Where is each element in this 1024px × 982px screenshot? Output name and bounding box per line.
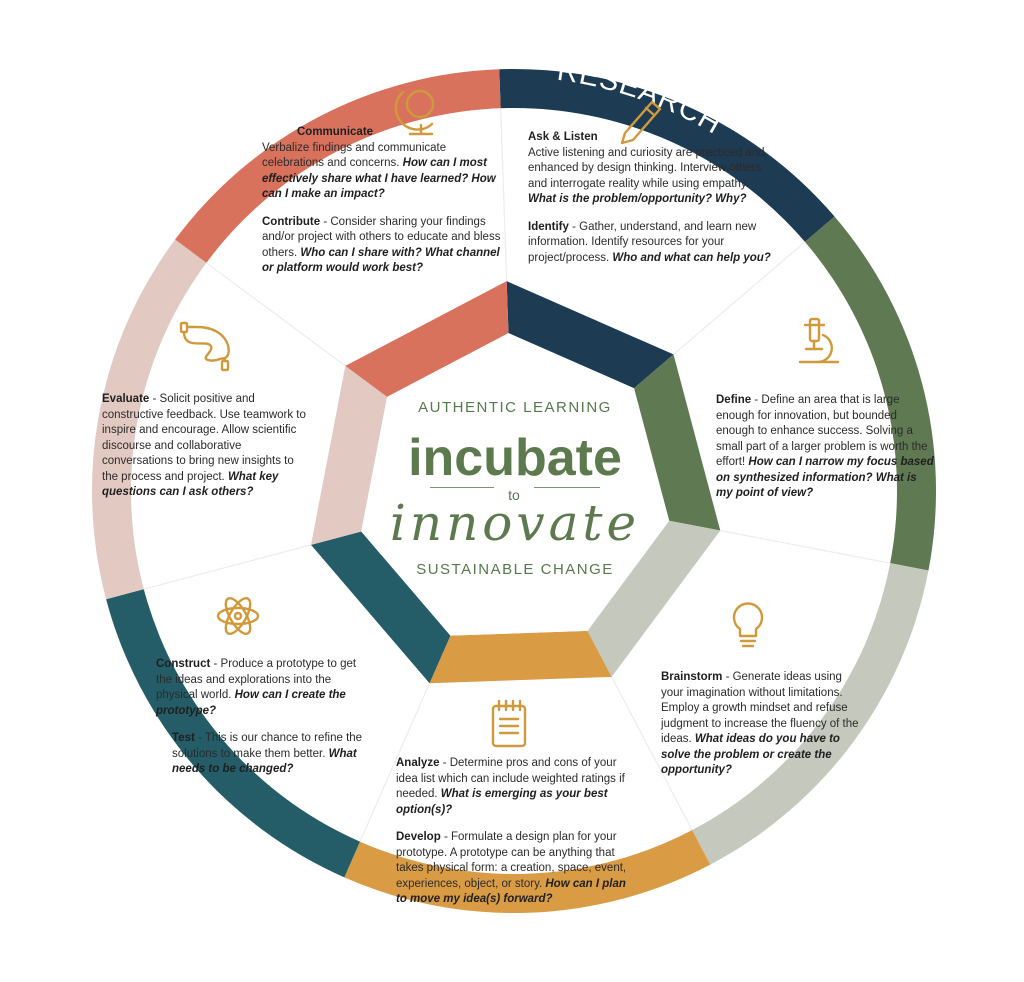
brainstorm-text: - Generate ideas using your imagination …	[661, 671, 859, 745]
to-label: to	[494, 486, 534, 504]
evaluate-question: What key questions can I ask others?	[102, 470, 279, 499]
wedge-divider	[500, 108, 508, 282]
analyze-text: - Determine pros and cons of your idea l…	[396, 757, 625, 800]
cable-icon	[179, 321, 230, 372]
wedge-divider	[206, 262, 346, 367]
center-heptagon	[361, 333, 670, 636]
construct-question: How can I create the prototype?	[156, 689, 346, 717]
identify-text: - Gather, understand, and learn new info…	[528, 220, 757, 264]
connect-section: Communicate Verbalize findings and commu…	[262, 125, 507, 288]
develop-title: Develop	[396, 831, 441, 843]
test-question: What needs to be changed?	[172, 747, 357, 776]
communicate-text: Verbalize findings and communicate celeb…	[262, 141, 447, 170]
construct-title: Construct	[156, 658, 211, 670]
collaborate-section: Evaluate - Solicit positive and construc…	[102, 392, 310, 512]
imagine-section: Brainstorm - Generate ideas using your i…	[661, 670, 861, 790]
ask-listen-question: What is the problem/opportunity? Why?	[528, 193, 747, 205]
research-section: Ask & Listen Active listening and curios…	[528, 130, 778, 277]
inner-band-connect	[345, 281, 509, 397]
incubate-title: incubate	[408, 429, 622, 487]
develop-question: How can I plan to move my idea(s) forwar…	[396, 877, 626, 906]
inner-band-create	[311, 531, 451, 684]
ring-label-plan: PLAN	[469, 929, 550, 963]
brainstorm-question: What ideas do you have to solve the prob…	[661, 733, 840, 776]
identify-question: Who and what can help you?	[612, 251, 771, 264]
pencil-icon	[620, 100, 662, 145]
authentic-learning-label: AUTHENTIC LEARNING	[418, 399, 612, 416]
evaluate-title: Evaluate	[102, 393, 150, 405]
contribute-text: - Consider sharing your findings and/or …	[262, 215, 501, 259]
globe-icon	[394, 89, 435, 136]
communicate-question: How can I most effectively share what I …	[262, 157, 496, 200]
ask-listen-title: Ask & Listen	[528, 131, 598, 143]
plan-section: Analyze - Determine pros and cons of you…	[396, 756, 634, 919]
lightbulb-icon	[732, 602, 764, 648]
inner-band-synthesize	[634, 354, 721, 531]
evaluate-text: - Solicit positive and constructive feed…	[102, 393, 306, 483]
contribute-title: Contribute	[262, 215, 321, 228]
analyze-title: Analyze	[396, 757, 440, 769]
analyze-question: What is emerging as your best option(s)?	[396, 788, 608, 816]
test-title: Test	[172, 732, 195, 744]
inner-band-research	[506, 281, 674, 389]
wedge-divider	[673, 241, 806, 355]
microscope-icon	[798, 317, 840, 364]
test-text: - This is our chance to refine the solut…	[172, 732, 363, 760]
atom-icon	[216, 597, 260, 635]
create-section: Construct - Produce a prototype to get t…	[156, 657, 371, 789]
notepad-icon	[491, 699, 527, 748]
innovate-title: innovate	[389, 494, 641, 552]
wedge-divider	[143, 544, 312, 590]
wedge-divider	[611, 676, 693, 831]
construct-text: - Produce a prototype to get the ideas a…	[156, 658, 357, 701]
identify-title: Identify	[528, 220, 569, 233]
develop-text: - Formulate a design plan for your proto…	[396, 831, 627, 890]
synthesize-section: Define - Define an area that is large en…	[716, 393, 934, 513]
brainstorm-title: Brainstorm	[661, 671, 723, 683]
communicate-title: Communicate	[297, 126, 374, 138]
contribute-question: Who can I share with? What channel or pl…	[262, 246, 500, 275]
sustainable-change-label: SUSTAINABLE CHANGE	[416, 561, 614, 578]
wedge-divider	[359, 683, 431, 842]
inner-band-collaborate	[311, 365, 388, 545]
define-title: Define	[716, 394, 752, 406]
define-text: - Define an area that is large enough fo…	[716, 394, 928, 468]
define-question: How can I narrow my focus based on synth…	[716, 456, 934, 499]
ask-listen-text: Active listening and curiosity are pract…	[528, 146, 765, 190]
inner-band-plan	[429, 630, 612, 684]
wedge-divider	[720, 529, 891, 564]
inner-band-imagine	[587, 520, 721, 677]
